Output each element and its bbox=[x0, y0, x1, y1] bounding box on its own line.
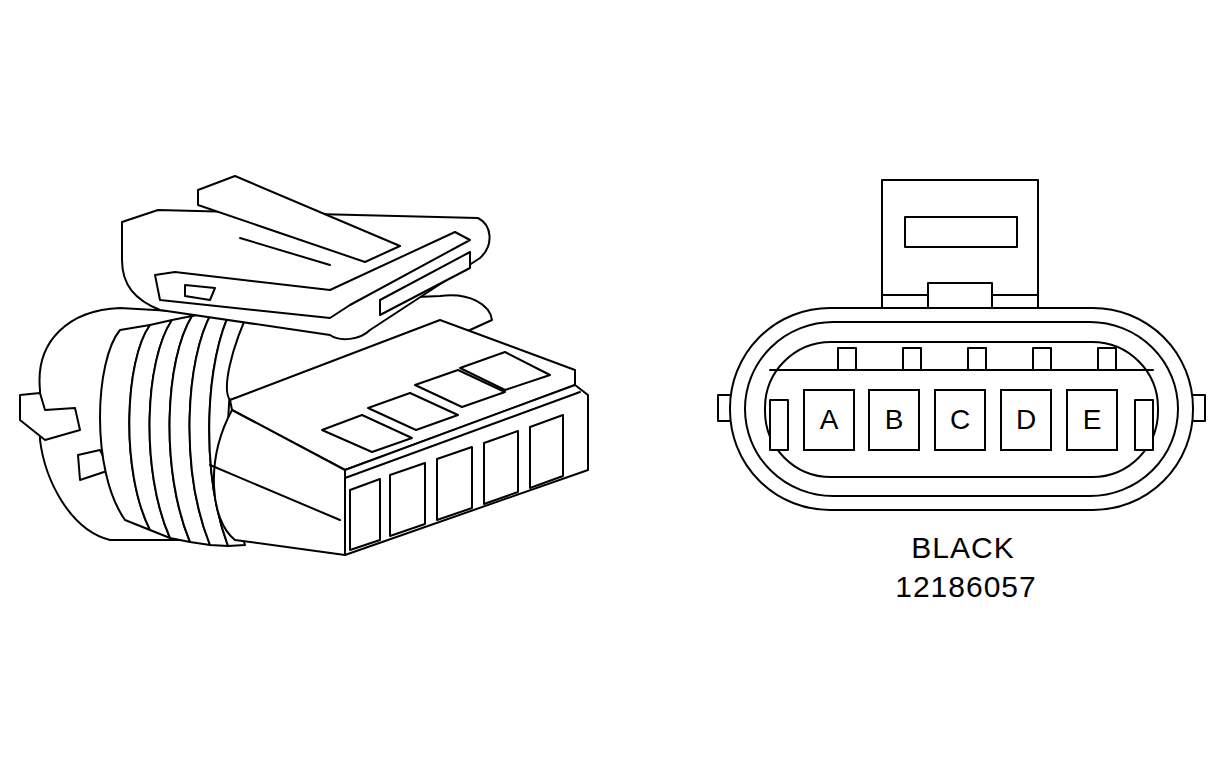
pin-cavity: E bbox=[1066, 389, 1118, 451]
pin-letter: B bbox=[885, 406, 904, 434]
color-label: BLACK bbox=[911, 533, 1014, 563]
part-number: 12186057 bbox=[895, 572, 1036, 602]
pin-letter: E bbox=[1083, 406, 1102, 434]
pin-letter: A bbox=[820, 406, 839, 434]
pin-letter: C bbox=[950, 406, 970, 434]
pin-cavity: B bbox=[868, 389, 920, 451]
pin-letter: D bbox=[1016, 406, 1036, 434]
pin-cavity: C bbox=[934, 389, 986, 451]
pin-cavity: A bbox=[803, 389, 855, 451]
pin-cavity: D bbox=[1000, 389, 1052, 451]
